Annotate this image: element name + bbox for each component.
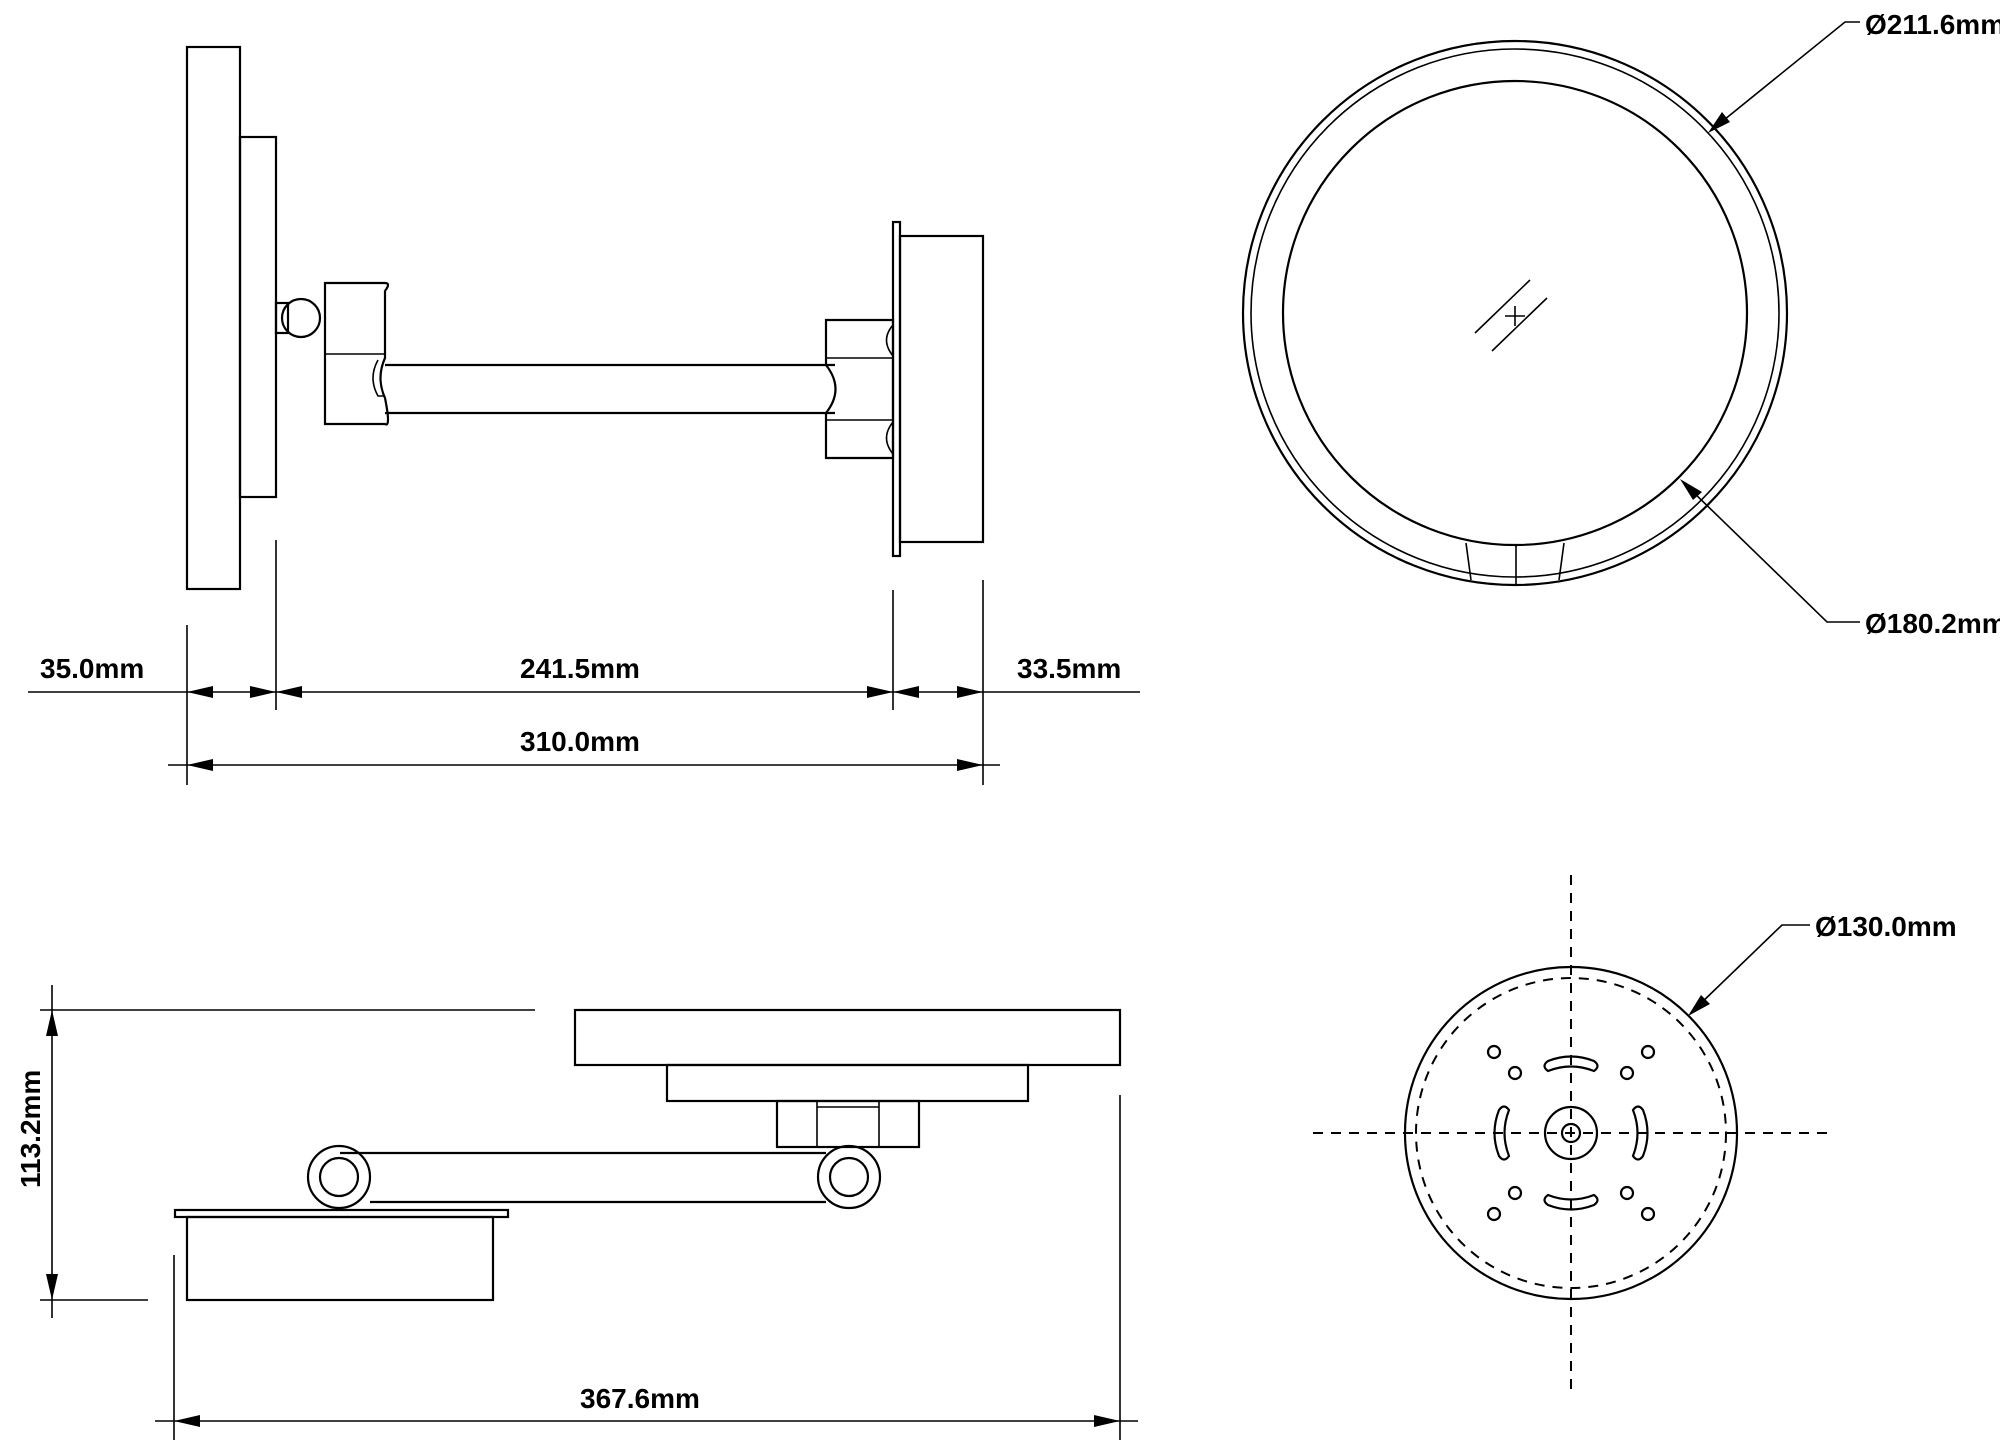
wall-joint-block bbox=[824, 318, 895, 460]
mount-hole bbox=[1486, 1044, 1502, 1060]
pivot-stem bbox=[274, 301, 290, 335]
mirror-head-side bbox=[185, 45, 242, 591]
wall-plate-bolt-circle bbox=[1415, 977, 1727, 1289]
joint-ring-left bbox=[306, 1144, 372, 1210]
dim-height: 113.2mm bbox=[15, 1070, 46, 1188]
mirror-head-top bbox=[573, 1008, 1122, 1067]
mirror-back-side bbox=[238, 135, 278, 499]
top-view: 113.2mm 367.6mm bbox=[15, 985, 1138, 1440]
mirror-joint-top bbox=[775, 1099, 921, 1149]
mirror-joint-block bbox=[323, 281, 390, 426]
dim-total-extension: 367.6mm bbox=[580, 1383, 700, 1414]
glass-reflection-mark bbox=[1474, 279, 1531, 334]
mirror-back-top bbox=[665, 1063, 1030, 1103]
dim-plate-diameter: Ø130.0mm bbox=[1815, 911, 1957, 942]
front-view: Ø211.6mm Ø180.2mm bbox=[1241, 9, 2000, 639]
center-hole bbox=[1543, 1105, 1599, 1161]
mirror-glass bbox=[1281, 79, 1749, 547]
side-view: 35.0mm 241.5mm 33.5mm 310.0mm bbox=[28, 45, 1140, 785]
dim-total-projection: 310.0mm bbox=[520, 726, 640, 757]
wall-plate-body-top bbox=[185, 1215, 495, 1302]
slot-left bbox=[1493, 1105, 1511, 1161]
dim-arm-length: 241.5mm bbox=[520, 653, 640, 684]
slot-top bbox=[1543, 1055, 1599, 1073]
dim-inner-diameter: Ø180.2mm bbox=[1865, 608, 2000, 639]
wall-plate-view: Ø130.0mm bbox=[1313, 875, 1957, 1395]
slot-right bbox=[1631, 1105, 1649, 1161]
dim-outer-diameter: Ø211.6mm bbox=[1865, 9, 2000, 40]
mirror-outer-rim-inner bbox=[1250, 48, 1780, 578]
pivot-ball bbox=[280, 297, 322, 339]
dim-mirror-depth: 35.0mm bbox=[40, 653, 144, 684]
wall-plate-body bbox=[898, 234, 985, 544]
joint-ring-right bbox=[816, 1144, 882, 1210]
dim-wall-plate-depth: 33.5mm bbox=[1017, 653, 1121, 684]
switch-segment bbox=[1465, 542, 1472, 581]
mirror-outer-rim bbox=[1241, 39, 1789, 587]
slot-bottom bbox=[1543, 1193, 1599, 1211]
